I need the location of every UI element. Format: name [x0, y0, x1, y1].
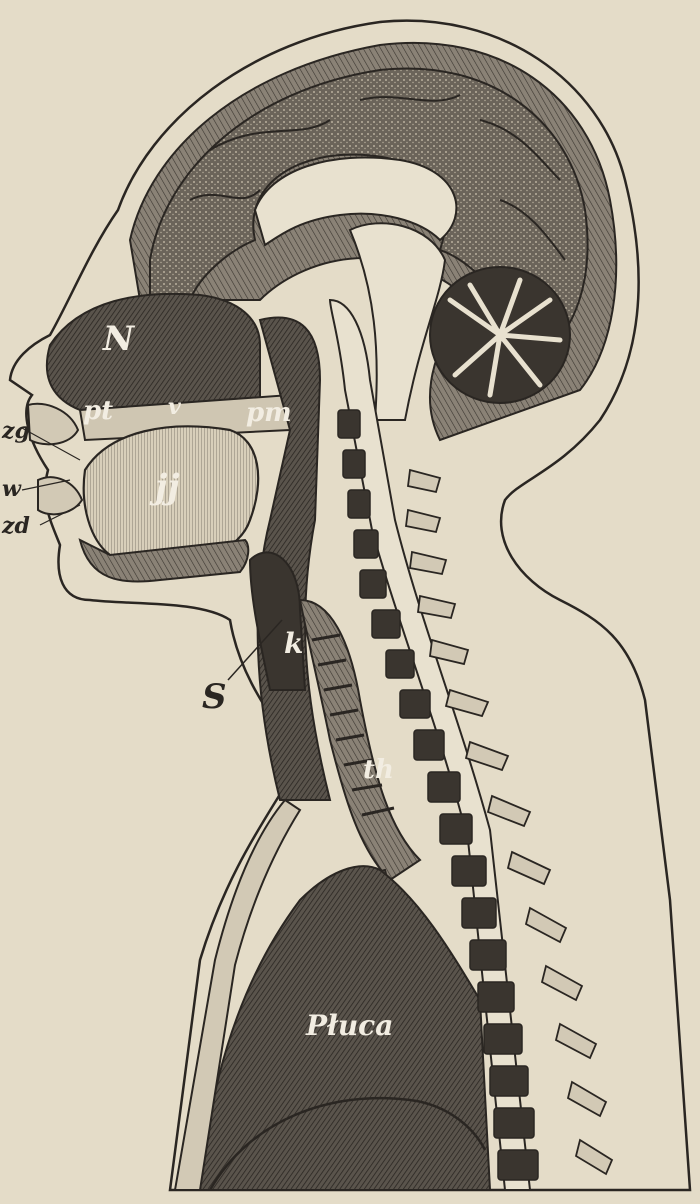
label-nasal-cavity: N	[103, 322, 134, 356]
trachea	[300, 600, 420, 880]
label-lower-teeth: zd	[2, 515, 30, 537]
lower-lip	[38, 477, 82, 514]
nasal-cavity	[47, 294, 260, 410]
label-trachea-th: th	[363, 757, 394, 783]
upper-lip	[28, 404, 78, 445]
cerebellum	[430, 267, 570, 403]
label-w: w	[2, 478, 21, 500]
label-tongue: jj	[155, 470, 180, 504]
label-upper-teeth: zg	[2, 420, 30, 442]
label-lungs: Płuca	[306, 1012, 393, 1040]
label-s: S	[202, 680, 227, 714]
label-hard-palate: pt	[83, 398, 113, 424]
label-uvula-v: v	[168, 396, 181, 418]
label-soft-palate: pm	[246, 400, 292, 426]
label-larynx-k: k	[284, 630, 303, 658]
